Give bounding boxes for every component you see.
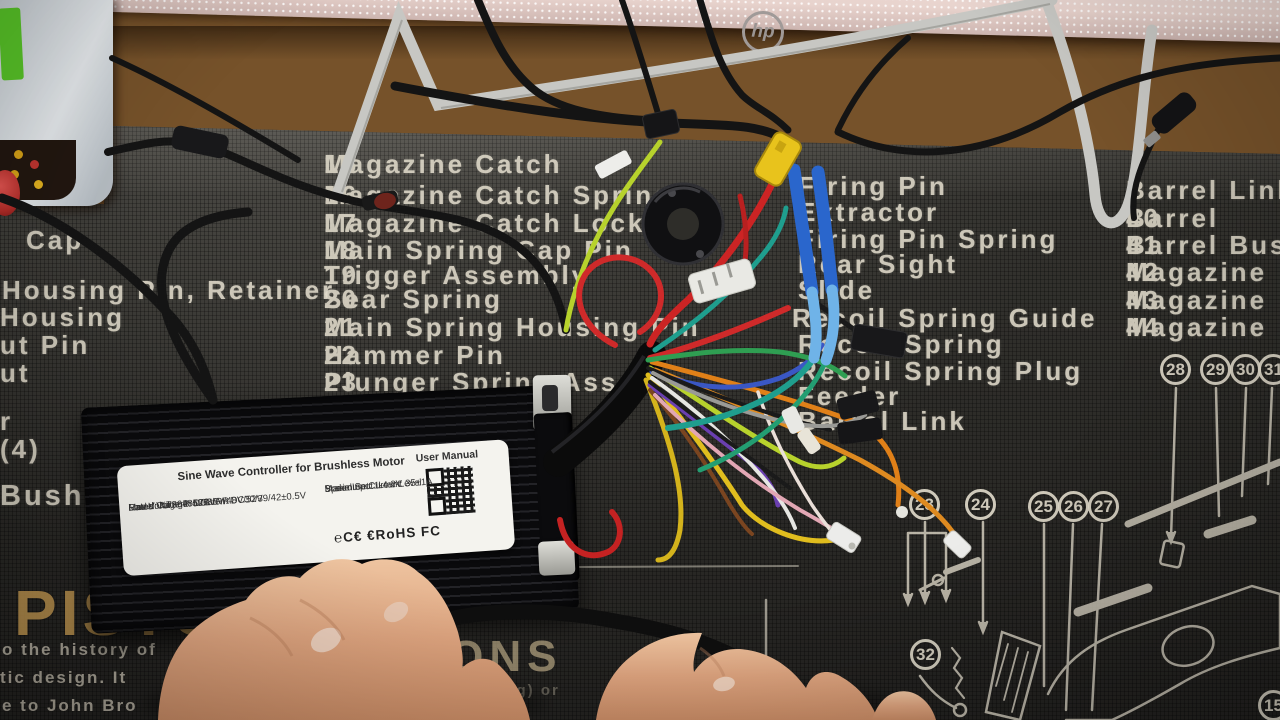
part-label: Sear Spring	[324, 284, 503, 314]
red-ring-connector	[374, 192, 396, 210]
ferrite-ring	[641, 182, 725, 266]
inline-connector	[171, 125, 229, 159]
4pin-connector	[642, 108, 680, 140]
callout-24: 24	[965, 489, 996, 520]
part-label: Hammer Pin	[324, 340, 506, 370]
black-connector	[850, 323, 908, 359]
white-gold-connector	[797, 427, 821, 455]
mat-text: (4)	[0, 434, 41, 464]
callout-25: 25	[1028, 491, 1059, 522]
part-label: Main Spring Cap Pin	[324, 235, 634, 265]
part-label: Magazine Catch Lock	[324, 208, 646, 238]
jst-connector-b	[896, 506, 972, 559]
jst-connector-a	[826, 521, 862, 553]
part-label: Barrel Bus	[1126, 230, 1280, 260]
callout-27: 27	[1088, 491, 1119, 522]
mat-text: ut	[0, 358, 31, 388]
laptop-edge	[0, 0, 113, 206]
usb-connector-tip	[1143, 130, 1161, 148]
callout-32: 32	[910, 639, 941, 670]
left-hand	[158, 559, 530, 720]
rod-shading	[341, 3, 1051, 193]
part-number: 44	[1126, 312, 1161, 342]
bullet-connectors	[787, 163, 840, 366]
part-number: 41	[1126, 230, 1161, 260]
mat-text: Housing	[0, 302, 125, 332]
callout-26: 26	[1058, 491, 1089, 522]
bundle-highlight	[550, 354, 646, 454]
mat-text: ut Pin	[0, 330, 91, 360]
black-connector-2	[836, 390, 880, 420]
part-label: Magazine	[1126, 285, 1268, 315]
usb-connector	[1151, 92, 1197, 134]
part-label: Barrel Link	[1126, 175, 1280, 205]
callout-28: 28	[1160, 354, 1191, 385]
black-cables	[0, 0, 1280, 405]
parts-row: Recoil Spring Plug	[798, 356, 1084, 386]
part-number: 17	[324, 208, 359, 238]
right-hand	[596, 632, 936, 720]
part-label: Main Spring Housing Pin	[324, 312, 701, 342]
part-number: 21	[324, 312, 359, 342]
wire-label-sleeve	[594, 150, 632, 179]
part-number: 20	[324, 284, 359, 314]
parts-row: Recoil Spring Guide	[792, 303, 1098, 333]
callout-15: 15	[1258, 690, 1280, 720]
callout-31: 31	[1258, 354, 1280, 385]
callout-29: 29	[1200, 354, 1231, 385]
part-number: 23	[324, 367, 359, 397]
xt60-connector	[754, 131, 802, 187]
part-label: Magazine	[1126, 312, 1268, 342]
parts-row: Firing Pin Spring	[798, 224, 1059, 254]
part-label: Magazine	[1126, 257, 1268, 287]
fingernail-3	[713, 676, 735, 692]
black-connector-3	[837, 417, 883, 445]
part-number: 42	[1126, 257, 1161, 287]
part-number: 19	[324, 260, 359, 290]
colored-wires	[557, 139, 961, 563]
part-number: 43	[1126, 285, 1161, 315]
mat-caption: tic design. It	[0, 668, 128, 687]
mat-caption: o the history of	[2, 640, 157, 659]
fingernail	[310, 627, 342, 653]
fingernail-2	[383, 601, 409, 623]
mat-caption: e to John Bro	[2, 696, 138, 715]
harness-bundle	[543, 341, 667, 477]
jst-connector-main	[688, 258, 756, 304]
white-connector	[781, 406, 805, 434]
mat-text: r	[0, 406, 14, 436]
part-label: Magazine Catch	[324, 149, 563, 179]
part-label: Barrel	[1126, 203, 1220, 233]
part-number: 22	[324, 340, 359, 370]
part-number: 18	[324, 235, 359, 265]
